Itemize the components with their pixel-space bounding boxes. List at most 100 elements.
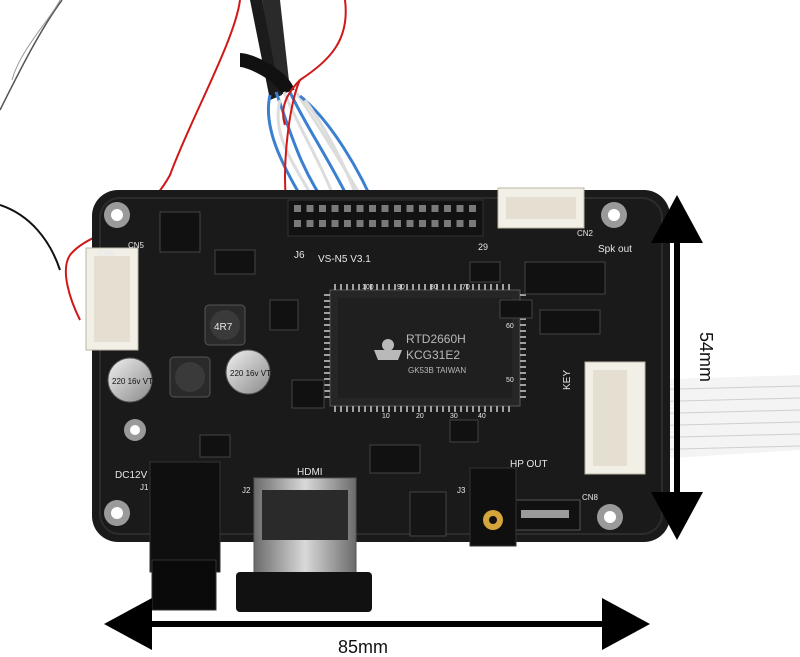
chip-leg [520, 348, 526, 350]
chip-leg [508, 284, 510, 290]
chip-leg [448, 406, 450, 412]
chip-leg [430, 406, 432, 412]
chip-leg [520, 330, 526, 332]
chip-leg [466, 406, 468, 412]
chip-leg [352, 284, 354, 290]
chip-leg [418, 284, 420, 290]
chip-leg [324, 294, 330, 296]
chip-leg [334, 406, 336, 412]
chip-leg [496, 406, 498, 412]
header-pin [319, 205, 326, 212]
chip-leg [364, 406, 366, 412]
chip-leg [324, 372, 330, 374]
chip-leg [520, 384, 526, 386]
chip-leg [346, 406, 348, 412]
chip-leg [466, 284, 468, 290]
chip-leg [520, 360, 526, 362]
header-pin [394, 220, 401, 227]
chip-leg [508, 406, 510, 412]
chip-leg [388, 284, 390, 290]
header-pin [406, 220, 414, 227]
inductor-label: 4R7 [214, 322, 233, 333]
cn8-label: CN8 [582, 493, 599, 502]
smd-components [159, 211, 606, 537]
chip-leg [520, 342, 526, 344]
chip-leg [394, 284, 396, 290]
chip-leg [460, 284, 462, 290]
header-pin [469, 220, 476, 227]
header-pin [331, 220, 339, 227]
header-pin [456, 220, 464, 227]
silkscreen-labels: VS-N5 V3.1 J6 29 RTD2660H KCG31E2 GK53B … [98, 229, 632, 502]
chip-leg [472, 406, 474, 412]
chip-leg [324, 300, 330, 302]
pin-20-label: 20 [416, 413, 424, 420]
pin-40-label: 40 [478, 413, 486, 420]
pin-header-j6 [287, 199, 484, 237]
chip-leg [324, 354, 330, 356]
chip-code: KCG31E2 [406, 348, 460, 362]
chip-leg [340, 406, 342, 412]
wire-bundle [239, 0, 380, 215]
chip-leg [454, 406, 456, 412]
j1-label: J1 [140, 483, 149, 492]
chip-leg [454, 284, 456, 290]
dc-label: DC12V [115, 470, 148, 481]
red-wire [0, 0, 347, 321]
j2-label: J2 [242, 486, 251, 495]
header-pin [419, 205, 426, 212]
header-pin [431, 205, 439, 212]
chip-leg [436, 406, 438, 412]
lvds-connector-cn5 [85, 247, 139, 351]
key-label: KEY [562, 370, 573, 390]
chip-leg [324, 324, 330, 326]
chip-leg [324, 318, 330, 320]
header-pin [369, 205, 376, 212]
chip-leg [436, 284, 438, 290]
header-pin [344, 220, 351, 227]
chip-leg [520, 390, 526, 392]
chip-leg [406, 406, 408, 412]
chip-leg [520, 336, 526, 338]
hp-label: HP OUT [510, 459, 548, 470]
chip-leg [388, 406, 390, 412]
chip-leg [472, 284, 474, 290]
header-pin [306, 205, 314, 212]
headphone-jack [469, 467, 517, 547]
header-pin [444, 220, 451, 227]
header-pin [356, 205, 364, 212]
chip-leg [324, 348, 330, 350]
chip-leg [400, 284, 402, 290]
chip-leg [448, 284, 450, 290]
inductors [169, 304, 246, 398]
hdmi-label: HDMI [297, 467, 323, 478]
chip-leg [324, 330, 330, 332]
speaker-connector [497, 187, 585, 229]
header-pin [444, 205, 451, 212]
header-pin [419, 220, 426, 227]
cn2-label: CN2 [577, 229, 594, 238]
header-pin [431, 220, 439, 227]
chip-leg [364, 284, 366, 290]
chip-model: RTD2660H [406, 332, 466, 346]
header-pin [356, 220, 364, 227]
chip-leg [460, 406, 462, 412]
chip-leg [340, 284, 342, 290]
chip-leg [324, 306, 330, 308]
header-pin [344, 205, 351, 212]
chip-leg [400, 406, 402, 412]
width-label: 85mm [338, 637, 388, 657]
rtd2660h-chip [324, 284, 526, 412]
j3-label: J3 [457, 486, 466, 495]
chip-leg [502, 284, 504, 290]
header-pin [319, 220, 326, 227]
header-label: J6 [294, 250, 305, 261]
dc-jack [149, 461, 221, 611]
chip-leg [442, 406, 444, 412]
chip-leg [324, 378, 330, 380]
pin-100-label: 100 [362, 284, 374, 291]
pin-80-label: 80 [430, 284, 438, 291]
cap-left-label: 220 16v VT [112, 377, 153, 386]
header-pin [294, 220, 301, 227]
